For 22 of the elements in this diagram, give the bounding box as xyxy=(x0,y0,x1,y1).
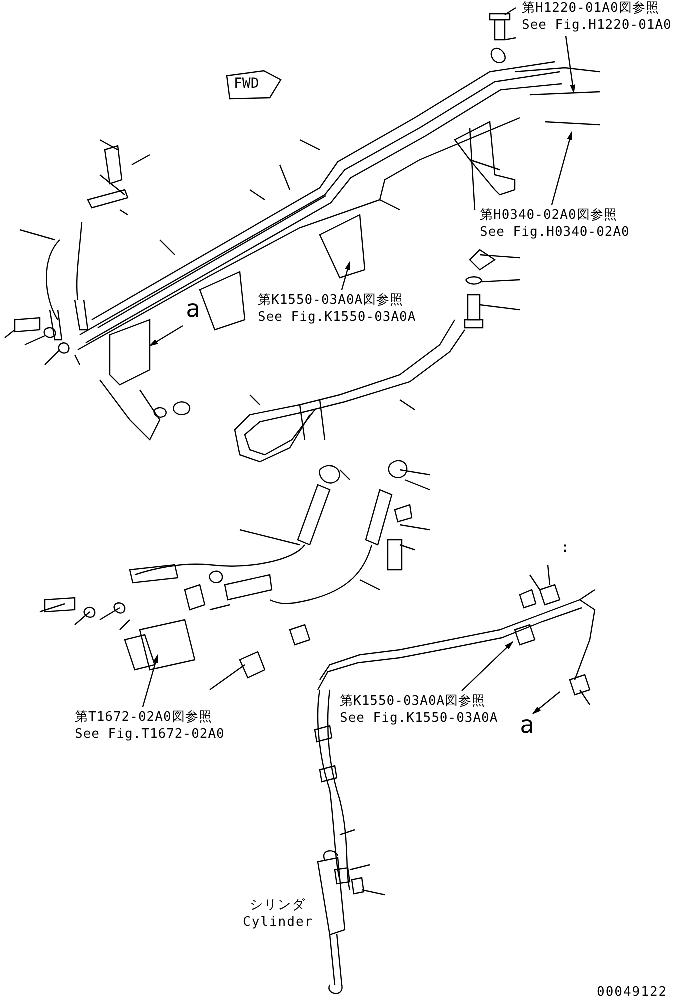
reference-note: See Fig.H0340-02A0 xyxy=(480,224,630,241)
part-label: Cylinder xyxy=(243,915,314,931)
reference-note: 第K1550-03A0A図参照 xyxy=(258,292,405,309)
arrow xyxy=(462,641,514,692)
reference-note: 第H1220-01A0図参照 xyxy=(522,0,660,17)
arrow xyxy=(341,261,351,290)
reference-note: 第T1672-02A0図参照 xyxy=(75,709,214,726)
arrow xyxy=(142,654,159,708)
view-letter: a xyxy=(186,296,202,323)
reference-note: See Fig.K1550-03A0A xyxy=(340,710,498,727)
fwd-sign: FWD xyxy=(226,70,282,100)
reference-note: See Fig.K1550-03A0A xyxy=(258,309,416,326)
arrow xyxy=(551,131,573,206)
reference-note: 第H0340-02A0図参照 xyxy=(480,207,618,224)
reference-note: See Fig.T1672-02A0 xyxy=(75,726,225,743)
label-text: : xyxy=(561,540,570,557)
part-label: シリンダ xyxy=(250,898,306,914)
view-letter: a xyxy=(520,712,536,739)
reference-note: See Fig.H1220-01A0 xyxy=(522,17,672,34)
reference-note: 第K1550-03A0A図参照 xyxy=(340,693,487,710)
arrow xyxy=(565,36,576,94)
drawing-number: 00049122 xyxy=(597,985,668,1000)
